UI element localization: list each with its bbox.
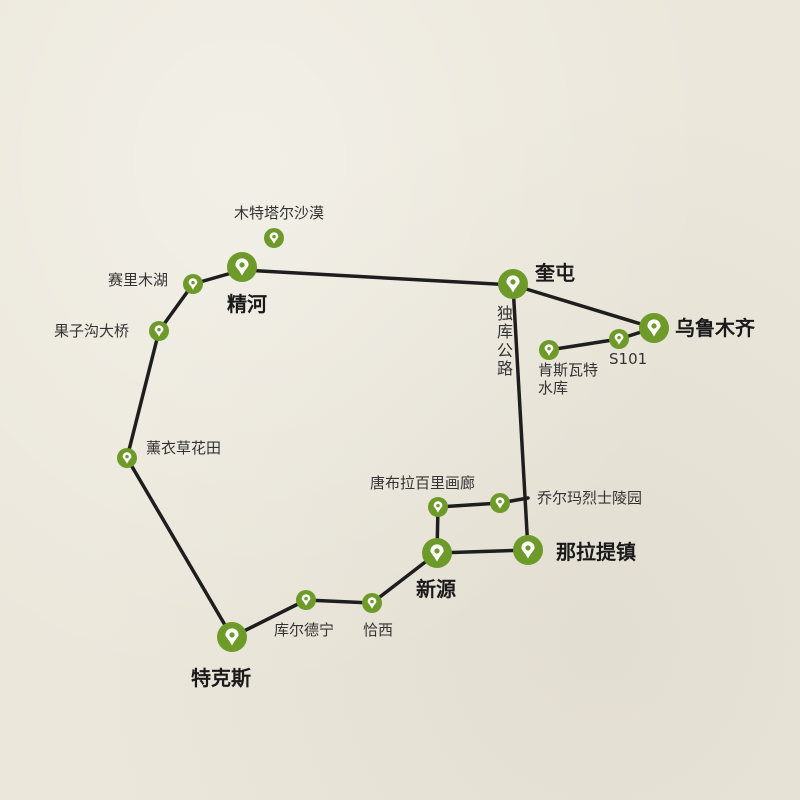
map-pin-icon <box>117 448 137 468</box>
label-tangbula: 唐布拉百里画廊 <box>370 474 476 492</box>
map-pin-icon <box>428 497 448 517</box>
label-kensiwa: 肯斯瓦特水库 <box>538 361 599 397</box>
label-urumqi: 乌鲁木齐 <box>675 316 755 340</box>
route-kuitun-urumqi <box>511 283 656 330</box>
map-pin-icon <box>227 252 257 282</box>
label-xunyicao: 薰衣草花田 <box>146 439 222 457</box>
map-pin-icon <box>422 538 452 568</box>
map-pin-icon <box>183 274 203 294</box>
map-pin-icon <box>490 493 510 513</box>
label-guozigou: 果子沟大桥 <box>54 322 130 340</box>
route-xinyuan-nalati <box>435 548 530 555</box>
label-duku-road: 独库公路 <box>496 304 513 379</box>
label-qiaxi: 恰西 <box>363 621 394 639</box>
map-pin-icon <box>362 593 382 613</box>
label-nalati: 那拉提镇 <box>556 540 636 564</box>
route-s101 <box>547 326 656 352</box>
label-kuerdening: 库尔德宁 <box>274 621 335 639</box>
route-jinghe-kuitun <box>240 268 515 287</box>
map-pin-icon <box>609 329 629 349</box>
map-pin-icon <box>217 622 247 652</box>
route-duku <box>511 283 530 552</box>
label-sailimu: 赛里木湖 <box>108 271 169 289</box>
map-pin-icon <box>639 313 669 343</box>
map-pin-icon <box>539 340 559 360</box>
map-pin-icon <box>498 269 528 299</box>
label-mutetaer: 木特塔尔沙漠 <box>234 204 325 222</box>
label-s101: S101 <box>609 350 648 368</box>
label-qiaoer: 乔尔玛烈士陵园 <box>537 489 643 507</box>
map-pin-icon <box>264 228 284 248</box>
label-jinghe: 精河 <box>227 292 267 316</box>
route-tangbula <box>435 496 530 555</box>
map-pin-icon <box>296 590 316 610</box>
label-tekes: 特克斯 <box>191 666 251 690</box>
map-pin-icon <box>513 535 543 565</box>
label-xinyuan: 新源 <box>416 577 456 601</box>
label-kuitun: 奎屯 <box>535 261 575 285</box>
map-pin-icon <box>149 321 169 341</box>
